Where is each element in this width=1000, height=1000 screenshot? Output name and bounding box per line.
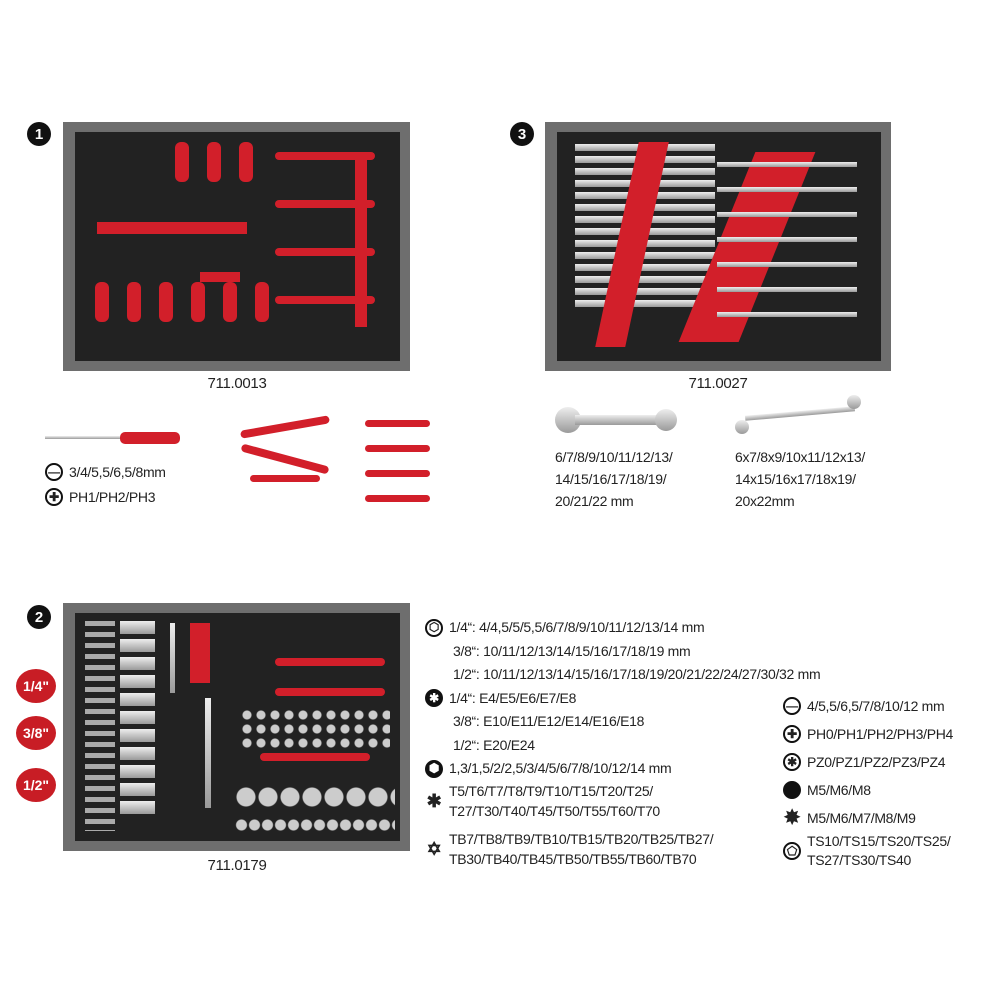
hex-bit-icon: ⬢: [425, 759, 443, 778]
spec-line: PZ0/PZ1/PZ2/PZ3/PZ4: [807, 754, 946, 770]
double-ring-wrench-image: [735, 395, 865, 435]
drive-badge-three-eighths: 3/8": [16, 716, 56, 750]
slotted-icon: —: [45, 463, 63, 481]
size-line: 20/21/22 mm: [555, 493, 634, 509]
spec-line: 4/5,5/6,5/7/8/10/12 mm: [807, 698, 945, 714]
size-line: 14x15/16x17/18x19/: [735, 471, 856, 487]
combination-wrench-image: [555, 407, 680, 433]
drive-badge-quarter: 1/4": [16, 669, 56, 703]
spec-line: T27/T30/T40/T45/T50/T55/T60/T70: [449, 802, 660, 819]
drive-badge-half: 1/2": [16, 768, 56, 802]
phillips-sizes: PH1/PH2/PH3: [69, 489, 156, 505]
section-badge-3: 3: [510, 122, 534, 146]
spec-line: TS10/TS15/TS20/TS25/: [807, 833, 951, 849]
torx-icon: ✱: [426, 790, 442, 811]
spec-line: M5/M6/M7/M8/M9: [807, 810, 916, 826]
phillips-icon: ✚: [45, 488, 63, 506]
spec-line: PH0/PH1/PH2/PH3/PH4: [807, 726, 954, 742]
spec-line: M5/M6/M8: [807, 782, 871, 798]
specs-right: — 4/5,5/6,5/7/8/10/12 mm ✚ PH0/PH1/PH2/PH3…: [783, 692, 953, 870]
pliers-image: [200, 415, 435, 510]
size-line: 14/15/16/17/18/19/: [555, 471, 667, 487]
e-torx-icon: ✱: [425, 689, 443, 708]
tray-screwdrivers-pliers: [63, 122, 410, 371]
phillips-icon: ✚: [783, 725, 801, 743]
size-line: 6/7/8/9/10/11/12/13/: [555, 449, 673, 465]
torx-tamper-icon: ✡: [426, 838, 442, 859]
spec-line: 1/4“: 4/4,5/5/5,5/6/7/8/9/10/11/12/13/14…: [449, 619, 705, 635]
spec-line: 1/2“: E20/E24: [453, 736, 535, 753]
double-ring-wrench-sizes: 6x7/8x9/10x11/12x13/ 14x15/16x17/18x19/ …: [735, 446, 865, 512]
xzn-icon: ✸: [783, 807, 801, 829]
spec-line: 3/8“: E10/E11/E12/E14/E16/E18: [453, 713, 645, 729]
product-code-711-0027: 711.0027: [688, 375, 748, 392]
tray-wrenches: [545, 122, 891, 371]
screwdriver-image: [45, 432, 180, 444]
size-line: 20x22mm: [735, 493, 795, 509]
section-badge-2: 2: [27, 605, 51, 629]
spec-line: 1/2“: 10/11/12/13/14/15/16/17/18/19/20/2…: [453, 666, 821, 682]
section-badge-1: 1: [27, 122, 51, 146]
spec-line: 3/8“: 10/11/12/13/14/15/16/17/18/19 mm: [453, 642, 691, 659]
specs-left: ⬡ 1/4“: 4/4,5/5/5,5/6/7/8/9/10/11/12/13/1…: [425, 616, 821, 869]
combination-wrench-sizes: 6/7/8/9/10/11/12/13/ 14/15/16/17/18/19/ …: [555, 446, 673, 512]
size-line: 6x7/8x9/10x11/12x13/: [735, 449, 865, 465]
slotted-icon: —: [783, 697, 801, 715]
spec-line: T5/T6/T7/T8/T9/T10/T15/T20/T25/: [449, 782, 653, 799]
spline-icon: [783, 781, 801, 799]
torx-plus-icon: ⬠: [783, 842, 801, 860]
hex-socket-icon: ⬡: [425, 618, 443, 637]
spec-line: TB30/TB40/TB45/TB50/TB55/TB60/TB70: [449, 850, 697, 867]
spec-line: TB7/TB8/TB9/TB10/TB15/TB20/TB25/TB27/: [449, 830, 714, 847]
spec-line: TS27/TS30/TS40: [807, 852, 911, 868]
tray-sockets: [63, 603, 410, 851]
pozidriv-icon: ✱: [783, 753, 801, 771]
flat-sizes: 3/4/5,5/6,5/8mm: [69, 464, 166, 480]
spec-line: 1/4“: E4/E5/E6/E7/E8: [449, 689, 577, 706]
product-code-711-0179: 711.0179: [207, 857, 267, 874]
product-code-711-0013: 711.0013: [207, 375, 267, 392]
spec-line: 1,3/1,5/2/2,5/3/4/5/6/7/8/10/12/14 mm: [449, 760, 672, 776]
